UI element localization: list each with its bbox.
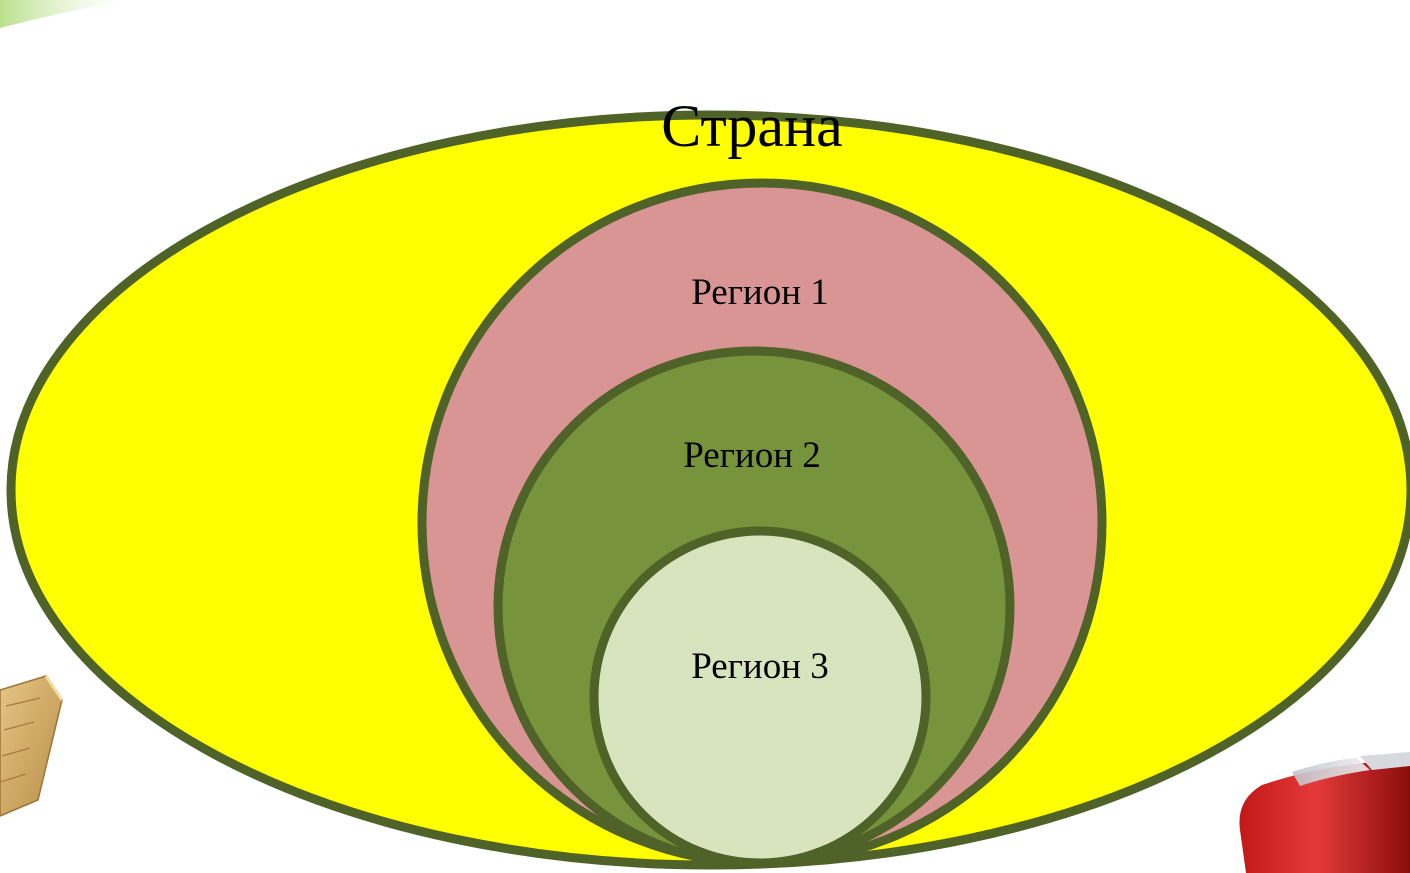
right-cylinder-image xyxy=(1239,752,1410,873)
left-crate-image xyxy=(0,675,64,817)
region-2-label: Регион 2 xyxy=(683,435,821,476)
country-label: Страна xyxy=(661,93,843,159)
region-1-label: Регион 1 xyxy=(691,272,829,313)
top-left-accent xyxy=(0,0,130,28)
region-3-set xyxy=(589,526,931,868)
region-3-label: Регион 3 xyxy=(691,646,829,687)
